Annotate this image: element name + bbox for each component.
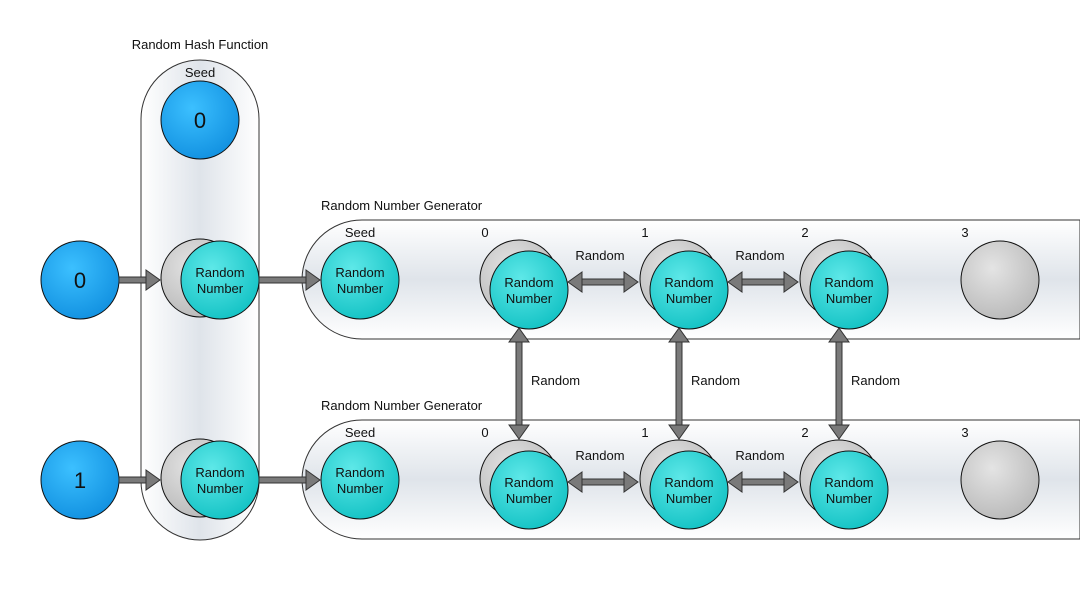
gen1-edge-1-2-label: Random: [735, 248, 784, 263]
gen2-edge-1-2: [727, 471, 799, 493]
hash-output-1-line1: Random: [195, 465, 244, 480]
svg-text:Number: Number: [506, 491, 553, 506]
gen2-index-0: 0: [481, 425, 488, 440]
gen2-seed-node: Random Number: [320, 440, 400, 520]
svg-text:Random: Random: [664, 275, 713, 290]
hash-seed-node: [160, 80, 240, 160]
vertical-edge-0: [508, 327, 530, 440]
arrow-input-0-to-hash: [118, 269, 161, 291]
hash-seed-value: 0: [194, 108, 206, 133]
input-value-1: 1: [74, 468, 86, 493]
svg-text:Random: Random: [504, 275, 553, 290]
gen1-edge-0-1-label: Random: [575, 248, 624, 263]
svg-text:Number: Number: [337, 481, 384, 496]
hash-output-0-line1: Random: [195, 265, 244, 280]
gen2-node-3-empty: [960, 440, 1040, 520]
hash-seed-label: Seed: [185, 65, 215, 80]
svg-text:Number: Number: [666, 291, 713, 306]
gen1-index-1: 1: [641, 225, 648, 240]
gen1-node-3-empty: [960, 240, 1040, 320]
gen2-index-3: 3: [961, 425, 968, 440]
gen1-node-2: Random Number: [799, 239, 889, 330]
gen2-node-1: Random Number: [639, 439, 729, 530]
hash-output-node-1: Random Number: [160, 438, 260, 520]
arrow-hash-1-to-generator: [258, 469, 321, 491]
gen1-index-2: 2: [801, 225, 808, 240]
gen1-node-1: Random Number: [639, 239, 729, 330]
svg-text:Number: Number: [337, 281, 384, 296]
hash-output-node-0: Random Number: [160, 238, 260, 320]
arrow-hash-0-to-generator: [258, 269, 321, 291]
vertical-edge-0-label: Random: [531, 373, 580, 388]
input-value-0: 0: [74, 268, 86, 293]
gen1-index-3: 3: [961, 225, 968, 240]
vertical-edge-1-label: Random: [691, 373, 740, 388]
hash-output-1-line2: Number: [197, 481, 244, 496]
svg-text:Random: Random: [335, 465, 384, 480]
gen1-seed-label: Seed: [345, 225, 375, 240]
hash-output-0-line2: Number: [197, 281, 244, 296]
vertical-edge-2: [828, 327, 850, 440]
gen1-edge-0-1: [567, 271, 639, 293]
gen2-seed-label: Seed: [345, 425, 375, 440]
hash-function-title: Random Hash Function: [132, 37, 269, 52]
gen2-edge-1-2-label: Random: [735, 448, 784, 463]
gen2-edge-0-1: [567, 471, 639, 493]
svg-text:Random: Random: [335, 265, 384, 280]
gen1-edge-1-2: [727, 271, 799, 293]
svg-text:Number: Number: [506, 291, 553, 306]
gen1-seed-node: Random Number: [320, 240, 400, 320]
generator-2-title: Random Number Generator: [321, 398, 483, 413]
gen2-edge-0-1-label: Random: [575, 448, 624, 463]
svg-text:Random: Random: [504, 475, 553, 490]
arrow-input-1-to-hash: [118, 469, 161, 491]
svg-text:Number: Number: [826, 291, 873, 306]
svg-text:Number: Number: [826, 491, 873, 506]
gen1-node-0: Random Number: [479, 239, 569, 330]
gen2-node-2: Random Number: [799, 439, 889, 530]
gen2-node-0: Random Number: [479, 439, 569, 530]
generator-1-title: Random Number Generator: [321, 198, 483, 213]
gen2-index-2: 2: [801, 425, 808, 440]
svg-text:Random: Random: [824, 275, 873, 290]
svg-text:Random: Random: [664, 475, 713, 490]
vertical-edge-2-label: Random: [851, 373, 900, 388]
svg-text:Random: Random: [824, 475, 873, 490]
vertical-edge-1: [668, 327, 690, 440]
gen1-index-0: 0: [481, 225, 488, 240]
svg-text:Number: Number: [666, 491, 713, 506]
gen2-index-1: 1: [641, 425, 648, 440]
